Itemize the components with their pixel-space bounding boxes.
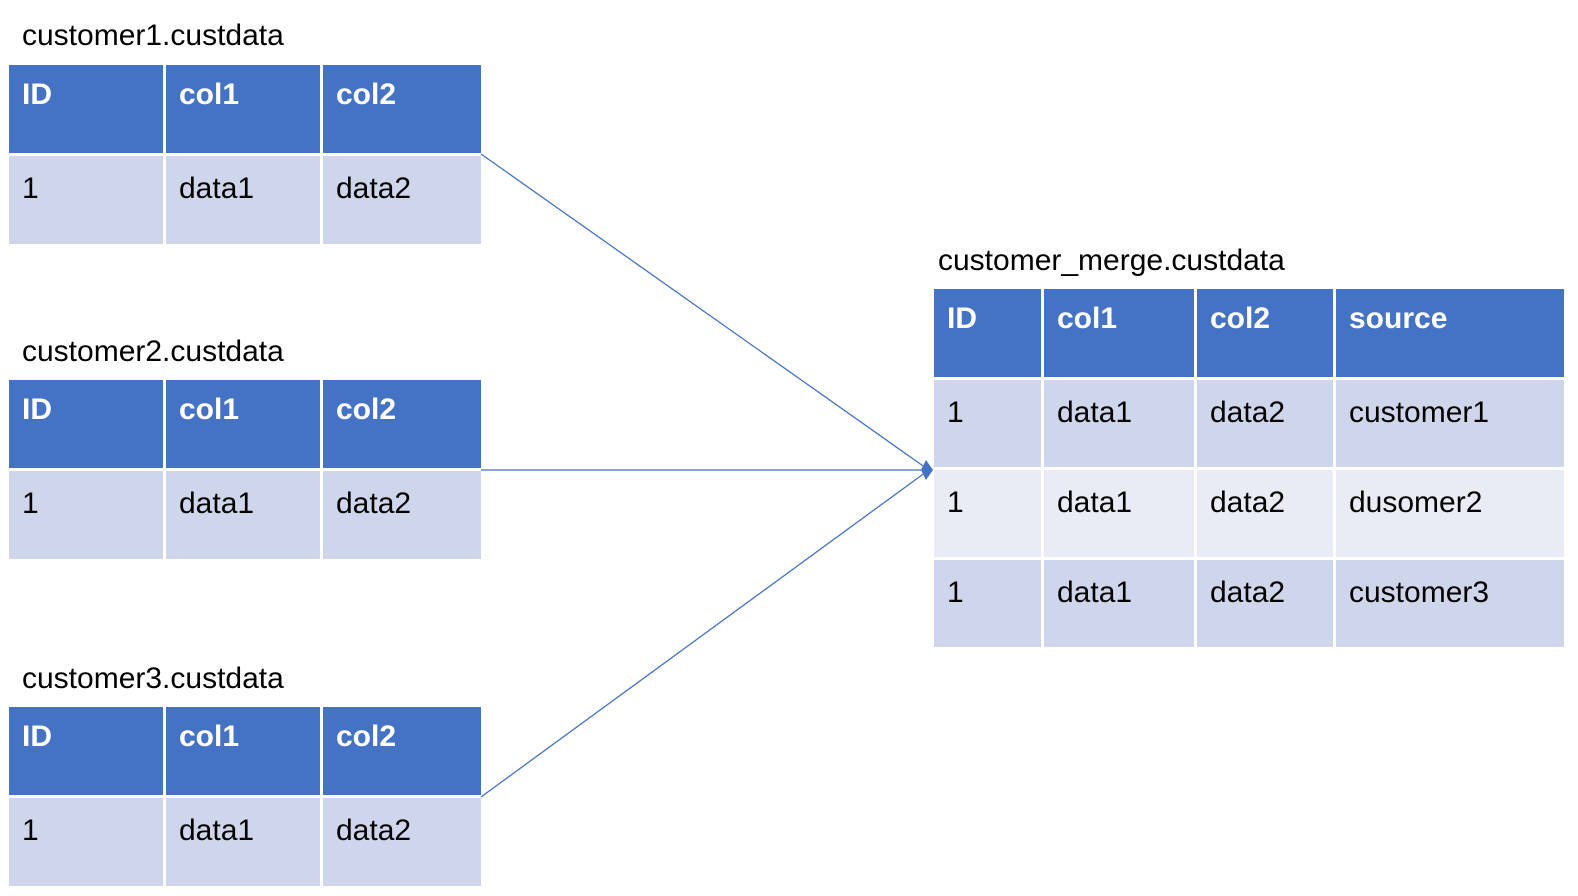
header-cell: ID xyxy=(931,286,1044,380)
header-cell: col2 xyxy=(320,62,484,156)
table-cell: data2 xyxy=(1194,557,1336,650)
table-cell: 1 xyxy=(6,468,166,562)
table-cell: customer1 xyxy=(1333,377,1567,470)
arrowhead-icon xyxy=(921,460,933,480)
table-cell: 1 xyxy=(931,557,1044,650)
table-cell: data1 xyxy=(163,468,323,562)
table-row: 1 data1 data2 xyxy=(6,153,484,247)
table-title-customer2: customer2.custdata xyxy=(22,335,284,368)
table-cell: data2 xyxy=(1194,467,1336,560)
table-title-customer3: customer3.custdata xyxy=(22,662,284,695)
table-cell: data2 xyxy=(1194,377,1336,470)
header-cell: col2 xyxy=(320,377,484,471)
table-cell: data1 xyxy=(1041,377,1197,470)
header-cell: col1 xyxy=(163,377,323,471)
table-cell: data2 xyxy=(320,153,484,247)
table-cell: customer3 xyxy=(1333,557,1567,650)
header-cell: col1 xyxy=(163,62,323,156)
table-cell: data2 xyxy=(320,468,484,562)
connector-customer1 xyxy=(480,153,927,469)
table-cell: data1 xyxy=(1041,467,1197,560)
header-cell: ID xyxy=(6,62,166,156)
table-cell: 1 xyxy=(931,377,1044,470)
header-cell: source xyxy=(1333,286,1567,380)
table-row: 1 data1 data2 xyxy=(6,795,484,889)
table-row: 1 data1 data2 customer1 xyxy=(931,377,1567,470)
header-cell: col2 xyxy=(1194,286,1336,380)
table-row: 1 data1 data2 customer3 xyxy=(931,557,1567,650)
header-row: ID col1 col2 xyxy=(6,62,484,156)
table-customer1: ID col1 col2 1 data1 data2 xyxy=(6,62,484,247)
table-cell: data2 xyxy=(320,795,484,889)
table-cell: data1 xyxy=(1041,557,1197,650)
header-cell: col2 xyxy=(320,704,484,798)
connector-customer3 xyxy=(480,471,927,798)
header-cell: col1 xyxy=(1041,286,1197,380)
table-title-customer1: customer1.custdata xyxy=(22,19,284,52)
header-cell: ID xyxy=(6,377,166,471)
table-row: 1 data1 data2 dusomer2 xyxy=(931,467,1567,560)
header-cell: ID xyxy=(6,704,166,798)
table-cell: 1 xyxy=(6,153,166,247)
table-title-merged: customer_merge.custdata xyxy=(938,244,1285,277)
table-cell: data1 xyxy=(163,795,323,889)
table-customer2: ID col1 col2 1 data1 data2 xyxy=(6,377,484,562)
header-row: ID col1 col2 xyxy=(6,377,484,471)
table-cell: 1 xyxy=(931,467,1044,560)
header-row: ID col1 col2 source xyxy=(931,286,1567,380)
table-customer3: ID col1 col2 1 data1 data2 xyxy=(6,704,484,889)
header-row: ID col1 col2 xyxy=(6,704,484,798)
table-cell: 1 xyxy=(6,795,166,889)
table-cell: dusomer2 xyxy=(1333,467,1567,560)
table-customer-merge: ID col1 col2 source 1 data1 data2 custom… xyxy=(931,286,1567,650)
header-cell: col1 xyxy=(163,704,323,798)
table-row: 1 data1 data2 xyxy=(6,468,484,562)
table-cell: data1 xyxy=(163,153,323,247)
